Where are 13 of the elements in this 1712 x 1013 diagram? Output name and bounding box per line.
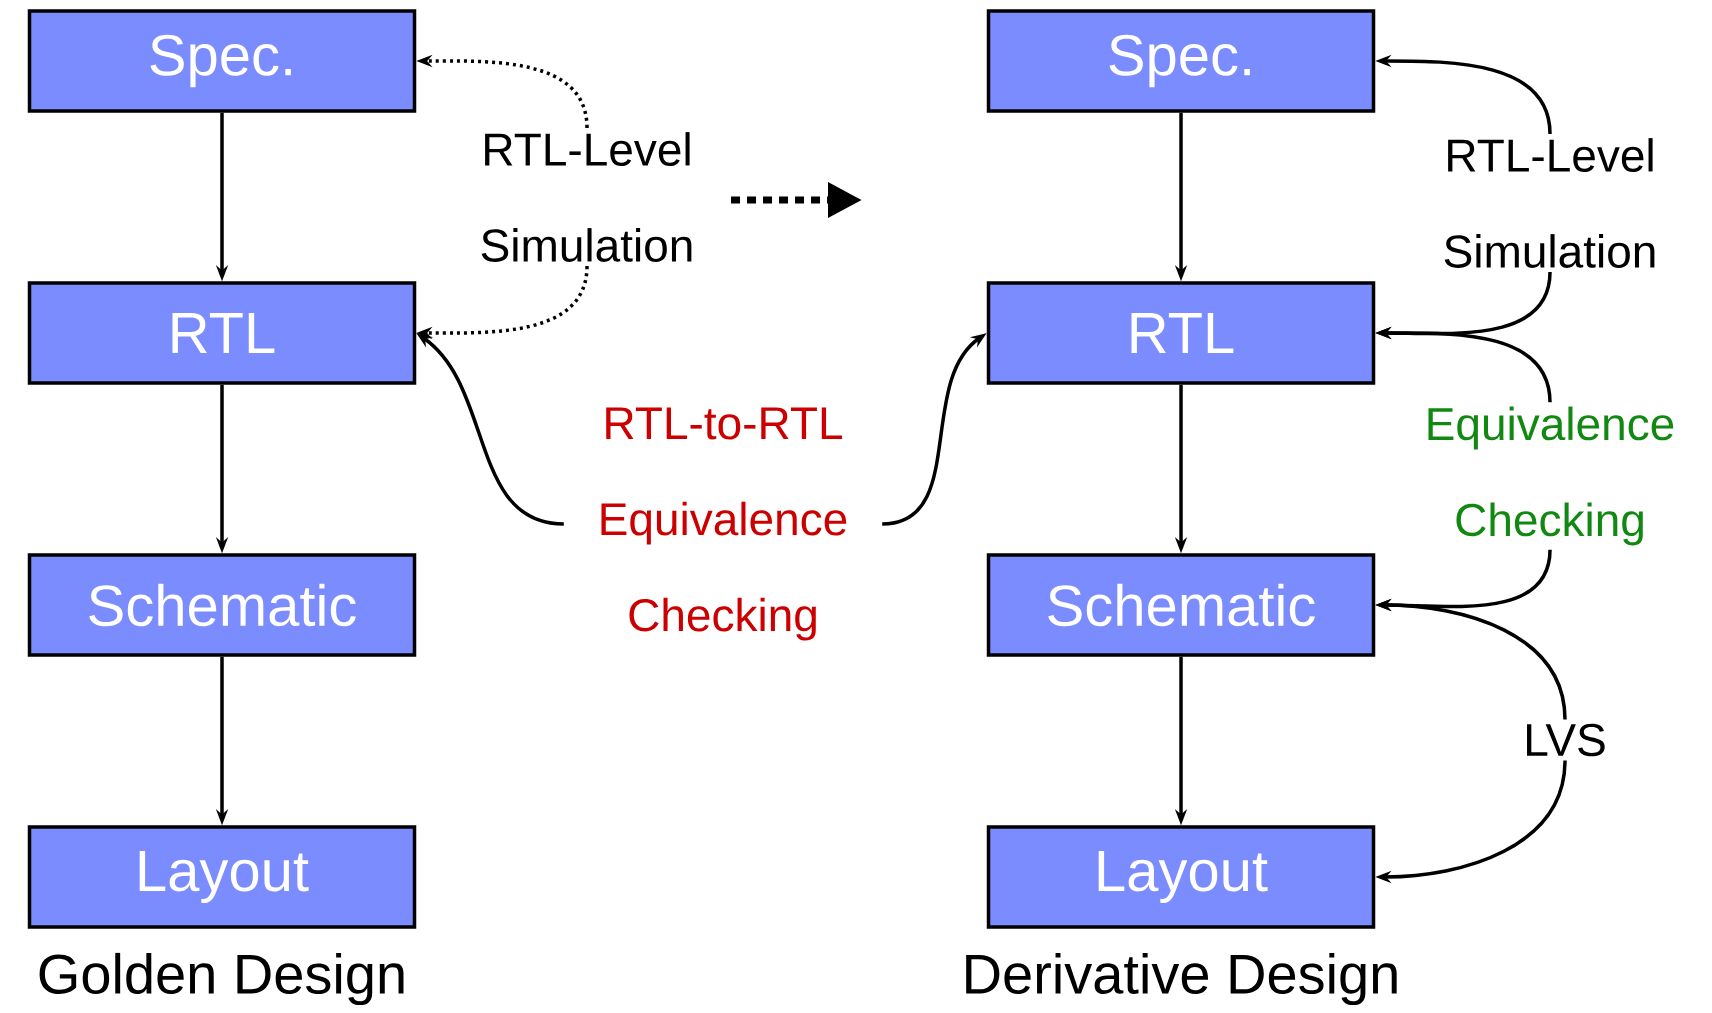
process-label: RTL-Level Simulation (481, 132, 692, 262)
process-label: RTL-Level Simulation (1444, 138, 1655, 268)
process-box: RTL (27, 281, 417, 385)
process-box: Spec. (986, 9, 1376, 113)
process-label: Equivalence Checking (1428, 406, 1674, 546)
process-box: Schematic (27, 553, 417, 657)
process-box: Schematic (986, 553, 1376, 657)
process-box: RTL (986, 281, 1376, 385)
process-box: Layout (27, 825, 417, 929)
process-box: Spec. (27, 9, 417, 113)
process-label: LVS (1527, 723, 1605, 757)
process-label: RTL-to-RTL Equivalence Checking (601, 407, 847, 641)
process-box: Layout (986, 825, 1376, 929)
